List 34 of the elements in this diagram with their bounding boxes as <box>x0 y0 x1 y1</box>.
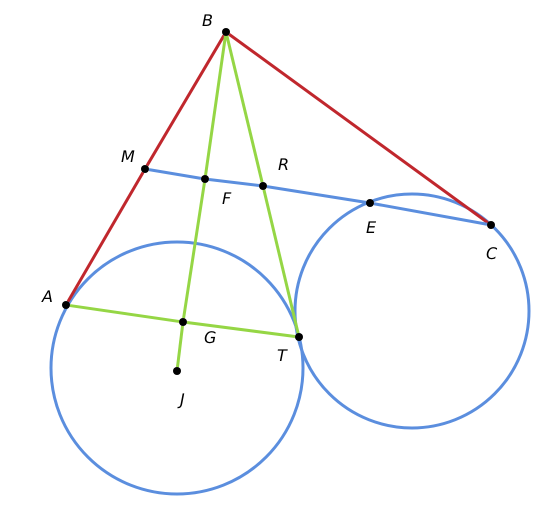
point-dot <box>259 182 267 190</box>
line-segment <box>266 185 366 204</box>
line-segment <box>225 36 264 182</box>
point-dot <box>366 199 374 207</box>
line-segment <box>374 202 488 226</box>
line-segment <box>70 304 180 323</box>
line-segment <box>146 34 226 166</box>
point-dot <box>201 175 209 183</box>
point-label: J <box>180 391 185 409</box>
point-dot <box>222 28 230 36</box>
point-dot <box>62 301 70 309</box>
line-segment <box>208 178 260 187</box>
line-segment <box>186 321 296 338</box>
line-segment <box>176 326 184 368</box>
point-label: G <box>204 329 216 347</box>
point-label: M <box>121 148 135 166</box>
line-segment <box>204 36 227 176</box>
point-label: F <box>222 190 232 208</box>
line-segment <box>148 168 202 180</box>
point-label: E <box>366 219 376 237</box>
point-label: B <box>202 12 213 30</box>
point-dot <box>295 333 303 341</box>
line-segment <box>66 172 144 302</box>
line-segment <box>262 190 300 334</box>
point-dot <box>487 221 495 229</box>
line-segment <box>182 182 206 318</box>
point-label: A <box>42 288 53 306</box>
point-dot <box>173 367 181 375</box>
point-dot <box>141 165 149 173</box>
point-label: R <box>278 156 290 174</box>
line-segment <box>228 33 489 224</box>
point-dot <box>179 318 187 326</box>
point-label: T <box>277 347 287 365</box>
point-label: C <box>486 245 498 263</box>
